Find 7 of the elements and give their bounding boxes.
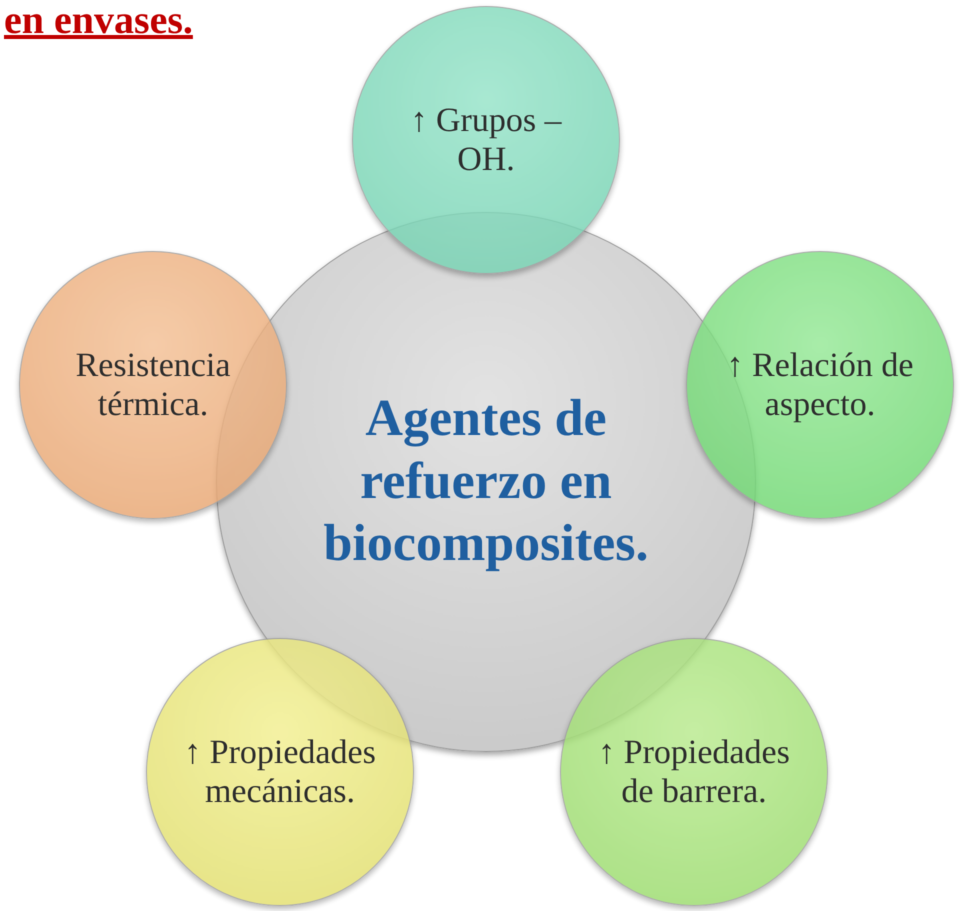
- circle-label: Agentes de refuerzo en biocomposites.: [322, 389, 650, 574]
- circle-label: Resistencia térmica.: [74, 346, 232, 424]
- title: en envases.: [4, 0, 193, 40]
- circle-label: ↑ Propiedades de barrera.: [597, 732, 791, 812]
- circle-label: ↑ Relación de aspecto.: [726, 346, 914, 424]
- circle-label: ↑ Propiedades mecánicas.: [183, 732, 377, 812]
- circle-label: ↑ Grupos – OH.: [409, 100, 563, 180]
